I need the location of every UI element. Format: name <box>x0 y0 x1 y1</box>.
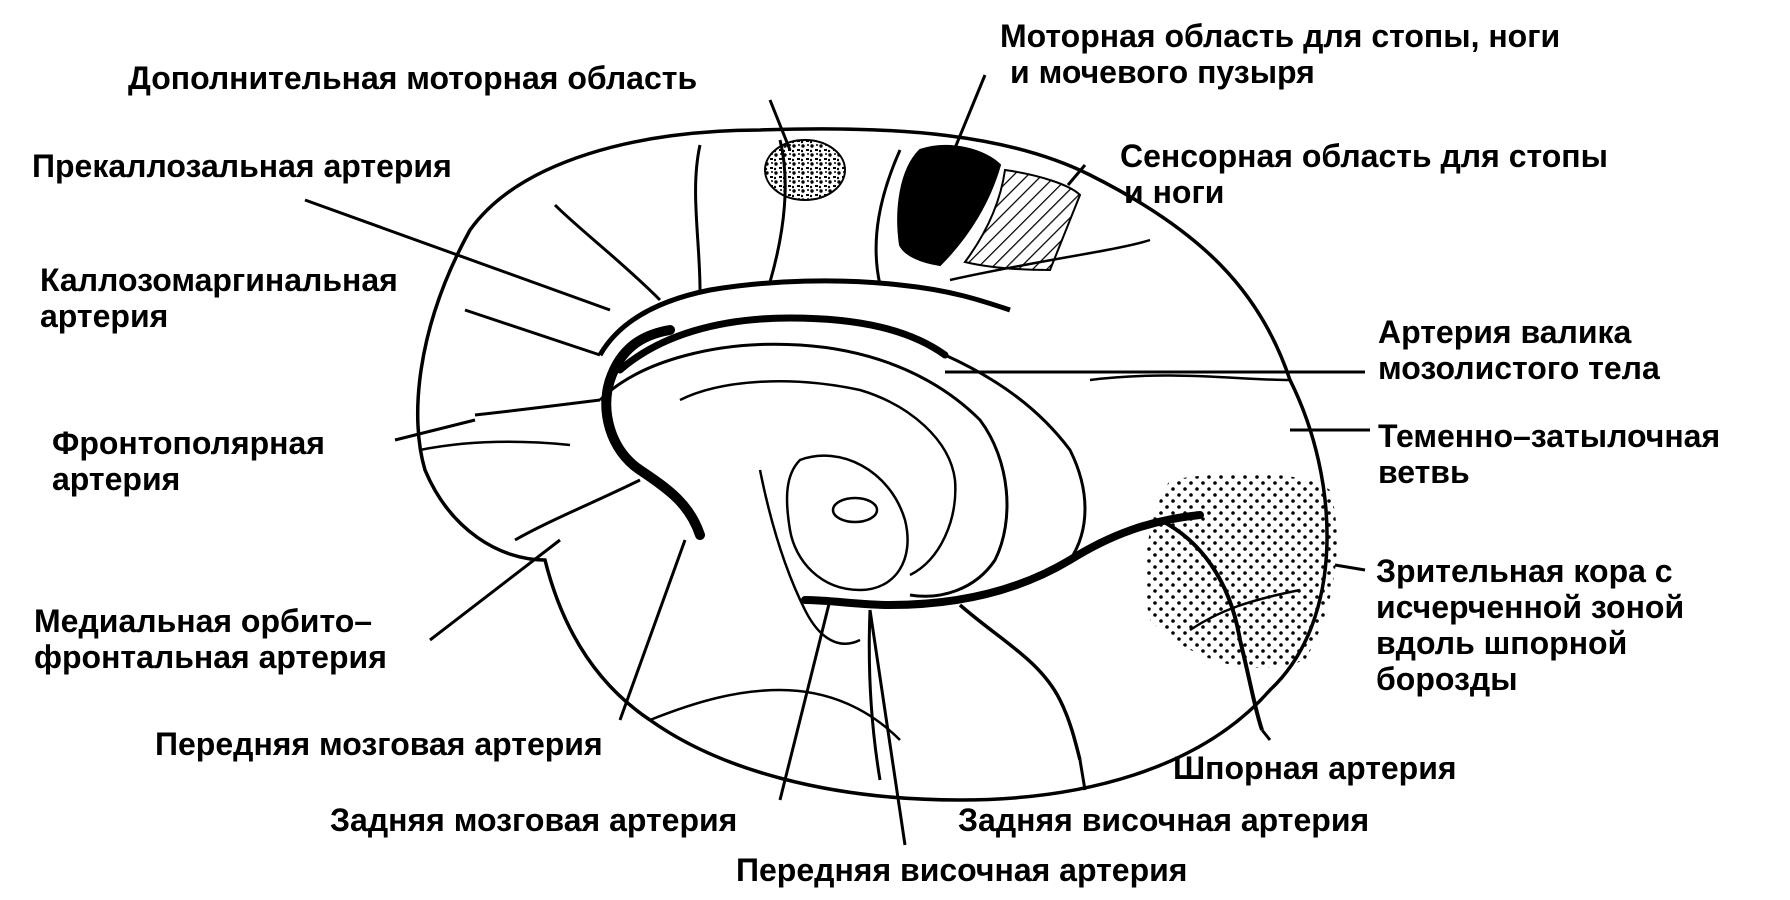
temporal-lobe-outline <box>649 688 901 741</box>
branch-2 <box>768 139 787 283</box>
label-frontopolar-artery: Фронтополярная артерия <box>52 425 325 497</box>
label-posterior-temporal-artery: Задняя височная артерия <box>958 802 1370 838</box>
brainstem-outline <box>758 469 861 645</box>
corpus-callosum-outer <box>598 342 1009 598</box>
posterior-temporal-artery-path <box>958 603 1082 761</box>
frontopolar-artery-path <box>474 398 601 417</box>
corpus-callosum-inner <box>679 380 957 577</box>
calcarine-artery-path <box>1159 518 1264 731</box>
splenial-artery-branch <box>944 353 1087 561</box>
parieto-occipital-sulcus <box>1089 374 1291 382</box>
interthalamic-adhesion <box>831 496 879 524</box>
leader-lines <box>304 74 1370 846</box>
label-anterior-temporal-artery: Передняя височная артерия <box>736 852 1188 888</box>
callosomarginal-artery <box>597 278 1011 357</box>
branch-1 <box>694 144 702 291</box>
supplementary-motor-area <box>764 139 846 201</box>
pericallosal-artery <box>616 314 949 374</box>
motor-area-foot-leg-bladder <box>897 144 1002 267</box>
label-medial-orbitofrontal-artery: Медиальная орбито– фронтальная артерия <box>34 603 387 675</box>
label-parieto-occipital-branch: Теменно–затылочная ветвь <box>1378 418 1721 490</box>
thalamus-outline <box>785 454 909 592</box>
label-sensory-area-foot-leg: Сенсорная область для стопы и ноги <box>1120 138 1608 210</box>
label-callosomarginal-artery: Каллозомаргинальная артерия <box>40 262 398 334</box>
label-anterior-cerebral-artery: Передняя мозговая артерия <box>155 726 603 762</box>
branch-3 <box>553 203 662 302</box>
label-precallosal-artery: Прекаллозальная артерия <box>32 148 452 184</box>
orbitofrontal-artery-path <box>514 478 641 542</box>
branch-4 <box>874 149 902 286</box>
label-posterior-cerebral-artery: Задняя мозговая артерия <box>330 802 738 838</box>
label-supplementary-motor-area: Дополнительная моторная область <box>128 60 698 96</box>
label-calcarine-artery: Шпорная артерия <box>1173 750 1457 786</box>
label-motor-area-foot-leg: Моторная область для стопы, ноги и мочев… <box>1000 18 1561 90</box>
label-splenial-artery: Артерия валика мозолистого тела <box>1378 314 1660 386</box>
sensory-area-foot-leg <box>963 168 1082 272</box>
anterior-cerebral-artery <box>601 325 705 540</box>
sulcus-1 <box>949 238 1151 282</box>
label-visual-cortex: Зрительная кора с исчерченной зоной вдол… <box>1376 553 1685 697</box>
anterior-temporal-artery-path <box>867 609 882 781</box>
hemisphere-outline <box>415 127 1329 802</box>
posterior-cerebral-artery <box>801 511 1204 610</box>
visual-cortex-area <box>1145 473 1337 668</box>
sulcus-2 <box>419 440 571 452</box>
